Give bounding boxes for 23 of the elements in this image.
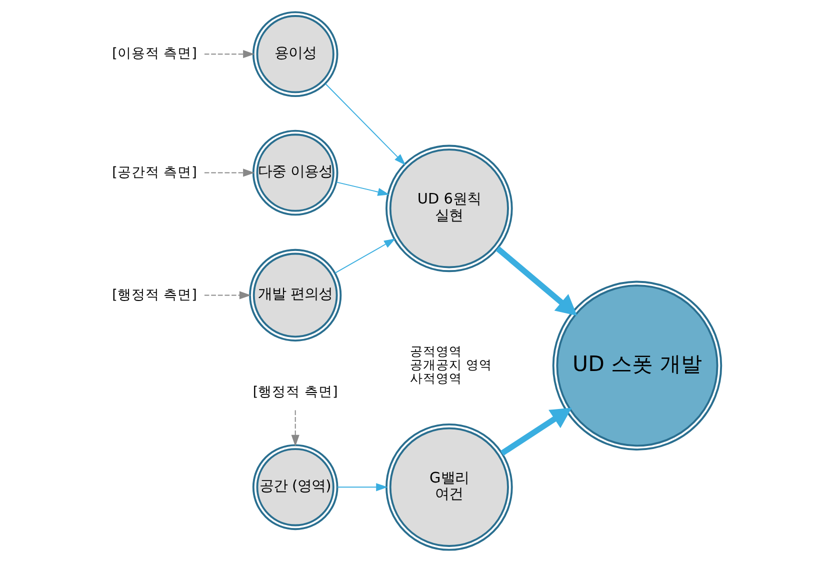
- node-circle: 공간 (영역): [252, 444, 338, 530]
- node-circle: 용이성: [252, 11, 338, 98]
- node-circle: G밸리 여건: [385, 424, 512, 551]
- node-circle: 개발 편의성: [248, 248, 342, 342]
- arrow: [290, 410, 299, 447]
- arrow: [336, 483, 388, 492]
- arrow: [336, 182, 389, 196]
- arrow: [203, 291, 251, 300]
- node-label: 사적영역: [410, 370, 462, 386]
- node-text: [공간적 측면]: [112, 164, 196, 180]
- arrow: [334, 238, 396, 274]
- arrow: [500, 408, 572, 456]
- node-text: [행정적 측면]: [252, 384, 338, 400]
- node-text: [이용적 측면]: [112, 46, 196, 62]
- arrow: [495, 246, 577, 316]
- node-label: 공적영역: [410, 343, 462, 358]
- node-text: [행정적 측면]: [112, 286, 196, 303]
- node-label: 공개공지 영역: [410, 356, 492, 372]
- arrow: [203, 168, 254, 177]
- arrow: [324, 83, 406, 166]
- node-circle: 다중 이용성: [252, 130, 338, 216]
- node-circle: UD 6원칙 실현: [385, 144, 512, 272]
- arrow: [203, 50, 254, 58]
